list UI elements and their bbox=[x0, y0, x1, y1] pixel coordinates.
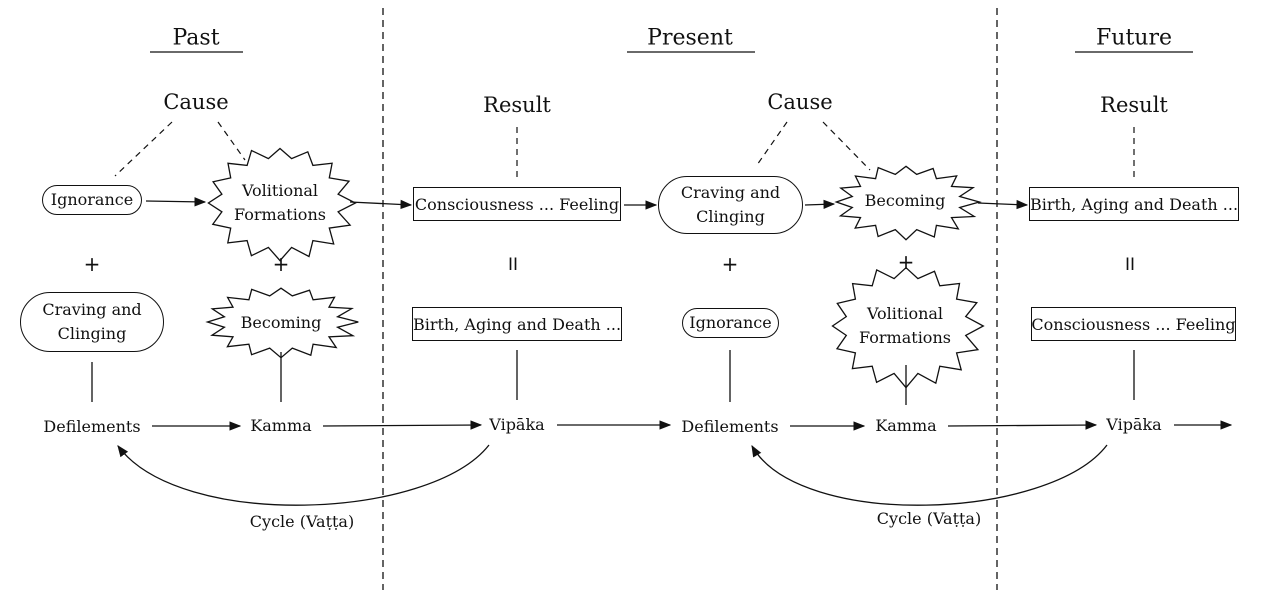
node-present-becoming: Becoming bbox=[865, 189, 946, 213]
cycle-curve-2 bbox=[751, 444, 1108, 506]
chain-kamma-2: Kamma bbox=[875, 415, 937, 435]
cycle-curve-1 bbox=[117, 444, 490, 506]
period-present: Present bbox=[647, 25, 733, 51]
cycle-label-2: Cycle (Vaṭṭa) bbox=[876, 508, 982, 528]
node-past-craving-line2: Clinging bbox=[57, 324, 127, 343]
arrow-volitional-to-consciousness bbox=[349, 199, 413, 210]
node-present-volitional-line2: Formations bbox=[859, 328, 951, 347]
present-cause-dash-right bbox=[822, 121, 871, 171]
node-present-volitional-line1: Volitional bbox=[866, 304, 944, 323]
node-present-birth-label: Birth, Aging and Death ... bbox=[412, 314, 622, 334]
node-past-ignorance: Ignorance bbox=[42, 185, 142, 215]
plus-present-right: + bbox=[897, 250, 915, 274]
node-present-craving-line1: Craving and bbox=[680, 183, 781, 202]
equals-present: II bbox=[507, 255, 519, 275]
node-past-volitional-line2: Formations bbox=[234, 205, 326, 224]
node-present-consciousness-label: Consciousness ... Feeling bbox=[414, 194, 620, 214]
chain-defilements-1: Defilements bbox=[43, 416, 141, 436]
cycle-label-1: Cycle (Vaṭṭa) bbox=[249, 511, 355, 531]
past-cause-dash-left bbox=[114, 121, 173, 177]
node-present-volitional-formations: Volitional Formations bbox=[859, 302, 951, 350]
arrow-becoming-to-birth bbox=[977, 199, 1029, 210]
past-cause-dash-right bbox=[217, 121, 246, 161]
node-future-birth-aging-death: Birth, Aging and Death ... bbox=[1029, 187, 1239, 221]
node-future-consciousness-feeling: Consciousness ... Feeling bbox=[1031, 307, 1236, 341]
future-result-label: Result bbox=[1100, 92, 1168, 117]
node-past-volitional-line1: Volitional bbox=[241, 181, 319, 200]
plus-past-right: + bbox=[272, 252, 290, 276]
arrow-kamma-to-vipaka-1 bbox=[322, 420, 483, 430]
node-present-ignorance-label: Ignorance bbox=[689, 313, 772, 332]
burst-present-becoming bbox=[834, 165, 982, 241]
burst-past-volitional-formations bbox=[207, 147, 357, 262]
node-future-consciousness-label: Consciousness ... Feeling bbox=[1031, 314, 1236, 334]
arrow-ignorance-to-volitional bbox=[145, 197, 207, 207]
chain-vipaka-1: Vipāka bbox=[489, 414, 545, 434]
plus-present-left: + bbox=[721, 252, 739, 276]
present-result-label: Result bbox=[483, 92, 551, 117]
present-cause-label: Cause bbox=[767, 89, 833, 114]
node-past-craving-clinging: Craving and Clinging bbox=[20, 292, 164, 352]
node-past-becoming-label: Becoming bbox=[240, 313, 322, 332]
arrow-kamma-to-vipaka-2 bbox=[947, 420, 1098, 430]
node-present-ignorance: Ignorance bbox=[682, 308, 779, 338]
node-future-birth-label: Birth, Aging and Death ... bbox=[1029, 194, 1239, 214]
node-past-craving-line1: Craving and bbox=[42, 300, 142, 319]
chain-defilements-2: Defilements bbox=[681, 416, 779, 436]
node-present-consciousness-feeling: Consciousness ... Feeling bbox=[413, 187, 621, 221]
node-present-birth-aging-death: Birth, Aging and Death ... bbox=[412, 307, 622, 341]
past-cause-label: Cause bbox=[163, 89, 229, 114]
plus-past-left: + bbox=[83, 252, 101, 276]
arrow-craving-to-becoming bbox=[804, 199, 836, 210]
node-present-craving-clinging: Craving and Clinging bbox=[658, 176, 803, 234]
period-past: Past bbox=[172, 25, 220, 51]
node-present-becoming-label: Becoming bbox=[864, 191, 946, 210]
period-future: Future bbox=[1096, 25, 1172, 51]
present-cause-dash-left bbox=[756, 121, 788, 166]
equals-future: II bbox=[1124, 255, 1136, 275]
node-past-volitional-formations: Volitional Formations bbox=[234, 179, 326, 227]
node-past-becoming: Becoming bbox=[241, 311, 322, 335]
node-past-ignorance-label: Ignorance bbox=[50, 190, 134, 209]
node-present-craving-line2: Clinging bbox=[696, 207, 765, 226]
chain-vipaka-2: Vipāka bbox=[1106, 414, 1162, 434]
chain-kamma-1: Kamma bbox=[250, 415, 312, 435]
